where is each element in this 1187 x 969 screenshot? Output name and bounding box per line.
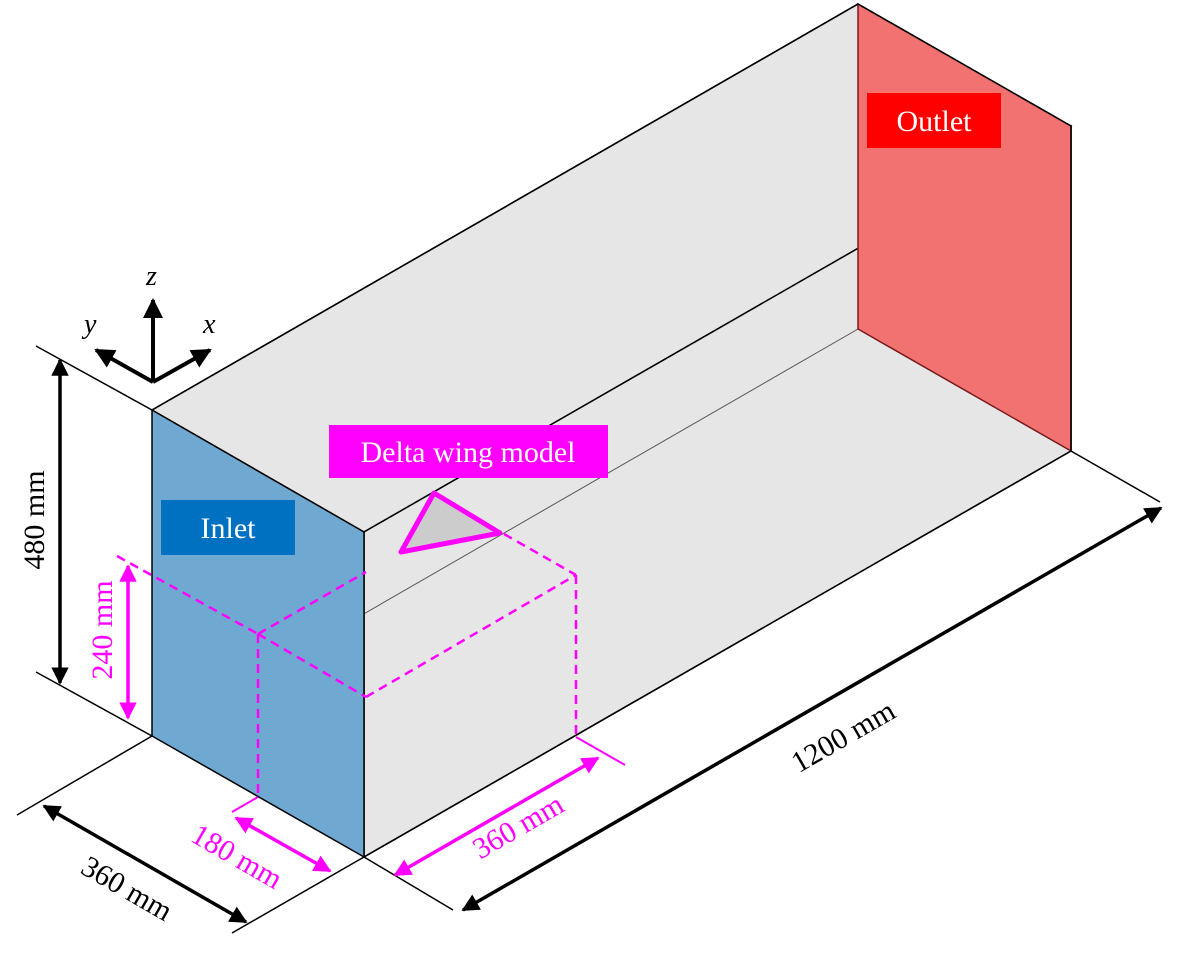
half-width-dimension-label: 180 mm bbox=[186, 818, 288, 896]
inlet-label-text: Inlet bbox=[201, 512, 257, 545]
delta-wing-label: Delta wing model bbox=[329, 425, 608, 478]
x-axis-label: x bbox=[202, 309, 216, 340]
length-dimension-label: 1200 mm bbox=[786, 694, 901, 780]
extension-lines bbox=[16, 345, 1161, 934]
y-axis-label: y bbox=[81, 309, 97, 340]
inlet-label: Inlet bbox=[161, 500, 295, 555]
model-distance-dimension-label: 360 mm bbox=[467, 788, 569, 866]
width-dimension-label: 360 mm bbox=[76, 850, 178, 928]
model-distance-dimension-arrow bbox=[393, 756, 600, 877]
height-dimension-label: 480 mm bbox=[18, 470, 51, 569]
y-axis-arrow bbox=[94, 348, 154, 384]
delta-wing-label-text: Delta wing model bbox=[361, 436, 576, 469]
coordinate-axes: z x y bbox=[81, 261, 216, 384]
magenta-extension-lines bbox=[231, 736, 626, 813]
half-height-dimension-label: 240 mm bbox=[86, 580, 119, 679]
z-axis-label: z bbox=[145, 261, 157, 292]
outlet-label: Outlet bbox=[867, 93, 1001, 148]
width-dimension-arrow bbox=[42, 804, 248, 924]
half-width-dimension-arrow bbox=[234, 816, 332, 873]
outlet-label-text: Outlet bbox=[897, 105, 973, 138]
x-axis-arrow bbox=[152, 348, 212, 384]
